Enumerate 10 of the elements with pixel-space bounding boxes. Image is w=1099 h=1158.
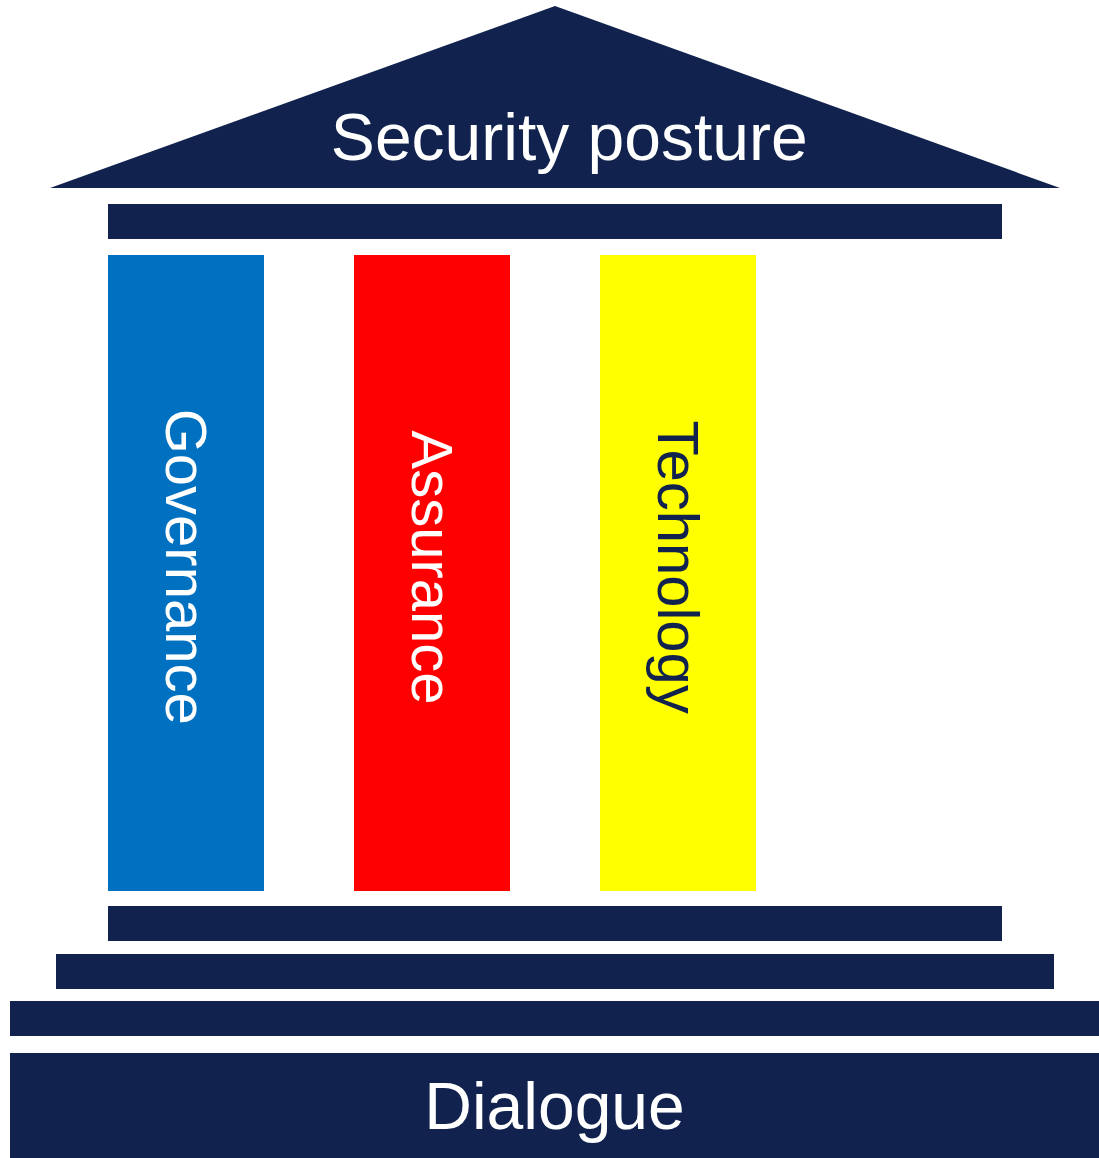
pillar bbox=[108, 255, 264, 891]
step-bar bbox=[108, 906, 1002, 941]
step-bar bbox=[10, 1001, 1099, 1036]
pillar bbox=[354, 255, 510, 891]
beam-bar bbox=[108, 204, 1002, 239]
base-bar bbox=[10, 1053, 1099, 1158]
step-bar bbox=[56, 954, 1054, 989]
pillar-label: Assurance bbox=[403, 430, 461, 705]
pillar-label: Governance bbox=[157, 408, 215, 725]
pillar bbox=[600, 255, 756, 891]
